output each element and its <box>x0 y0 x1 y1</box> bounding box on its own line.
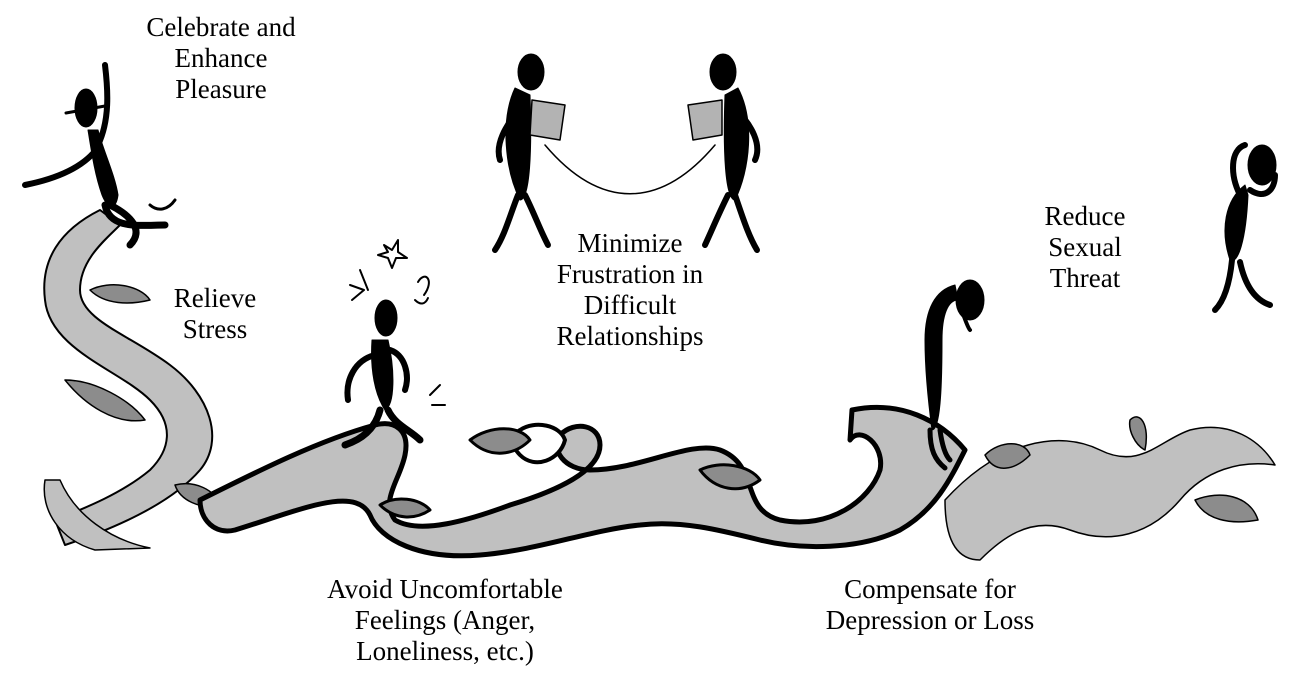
label-minimize-frustration: Minimize Frustration in Difficult Relati… <box>520 228 740 352</box>
label-line: Pleasure <box>175 74 267 104</box>
label-relieve-stress: Relieve Stress <box>140 283 290 345</box>
label-line: Compensate for <box>844 574 1016 604</box>
label-celebrate-and-enhance-pleasure: Celebrate and Enhance Pleasure <box>110 12 332 105</box>
label-reduce-sexual-threat: Reduce Sexual Threat <box>1010 201 1160 294</box>
label-line: Relationships <box>556 321 704 351</box>
label-line: Threat <box>1049 263 1121 293</box>
label-line: Stress <box>182 314 248 344</box>
tin-can-phone-figures-icon <box>492 53 761 253</box>
label-line: Sexual <box>1048 232 1122 262</box>
dancing-figure-icon <box>22 62 177 249</box>
label-line: Feelings (Anger, <box>354 605 536 635</box>
label-line: Enhance <box>174 43 268 73</box>
label-avoid-uncomfortable-feelings: Avoid Uncomfortable Feelings (Anger, Lon… <box>280 574 610 667</box>
label-line: Celebrate and <box>146 12 296 42</box>
label-line: Depression or Loss <box>825 605 1035 635</box>
label-line: Avoid Uncomfortable <box>327 574 563 604</box>
twisted-ribbon-icon <box>43 209 1276 561</box>
label-line: Loneliness, etc.) <box>356 636 534 666</box>
label-line: Frustration in <box>556 259 704 289</box>
label-line: Minimize <box>577 228 683 258</box>
slumped-figure-icon <box>924 279 985 471</box>
covering-face-figure-icon <box>1212 142 1278 313</box>
stressed-figure-icon <box>341 239 446 449</box>
label-line: Difficult <box>583 290 677 320</box>
label-line: Relieve <box>173 283 257 313</box>
label-compensate-for-depression: Compensate for Depression or Loss <box>790 574 1070 636</box>
label-line: Reduce <box>1044 201 1126 231</box>
